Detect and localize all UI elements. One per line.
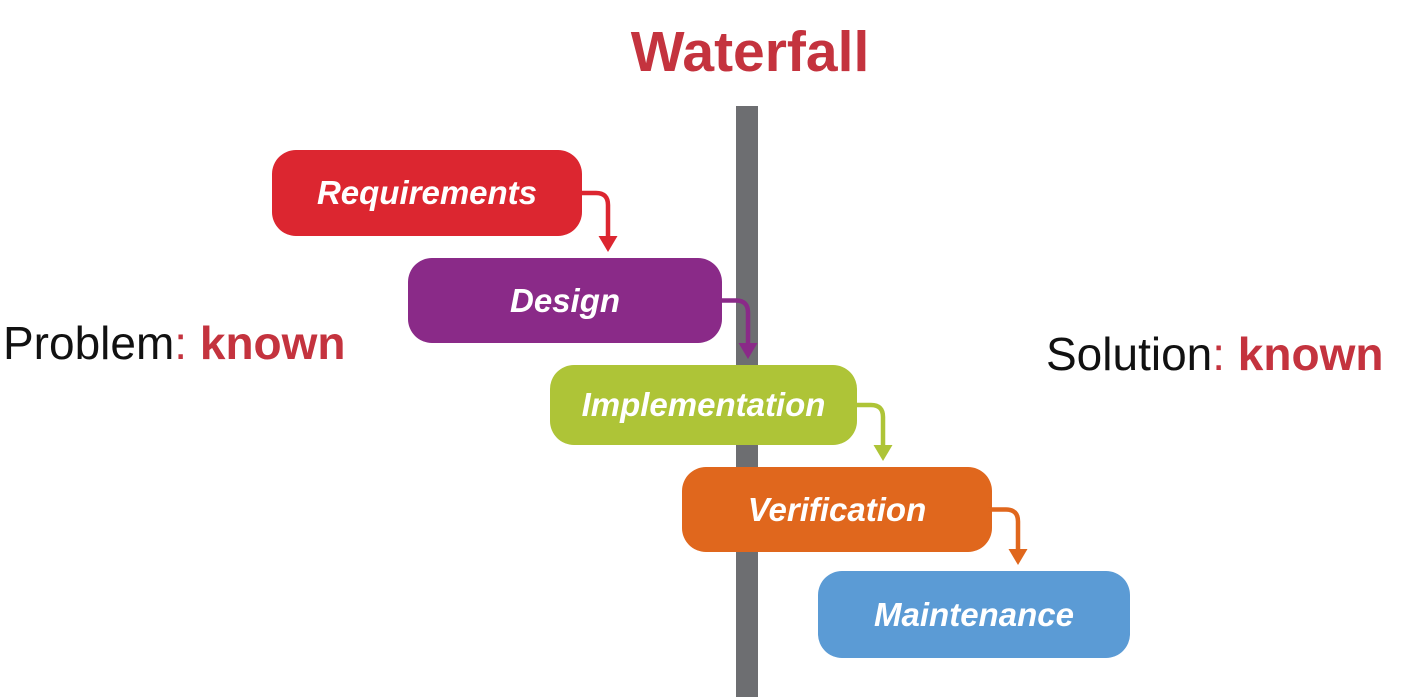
stage-box-requirements: Requirements (272, 150, 582, 236)
solution-label: Solution: known (1046, 329, 1383, 380)
flow-arrow-requirements-to-design (578, 190, 618, 252)
problem-label-separator: : (174, 317, 200, 369)
stage-box-design: Design (408, 258, 722, 343)
solution-label-value: known (1237, 328, 1384, 380)
stage-label-design: Design (509, 281, 621, 319)
problem-label-prefix: Problem (3, 317, 175, 369)
stage-box-implementation: Implementation (550, 365, 857, 445)
problem-label: Problem: known (3, 318, 346, 369)
stage-label-maintenance: Maintenance (874, 595, 1074, 633)
problem-label-value: known (199, 317, 346, 369)
solution-label-separator: : (1212, 328, 1238, 380)
flow-arrow-verification-to-maintenance (988, 507, 1028, 565)
solution-label-prefix: Solution (1046, 328, 1213, 380)
diagram-title: Waterfall (630, 20, 870, 84)
flow-arrow-implementation-to-verification (853, 402, 893, 461)
stage-label-implementation: Implementation (581, 386, 826, 423)
stage-box-verification: Verification (682, 467, 992, 552)
stage-label-requirements: Requirements (316, 174, 538, 211)
stage-label-verification: Verification (747, 490, 927, 528)
stage-box-maintenance: Maintenance (818, 571, 1130, 658)
